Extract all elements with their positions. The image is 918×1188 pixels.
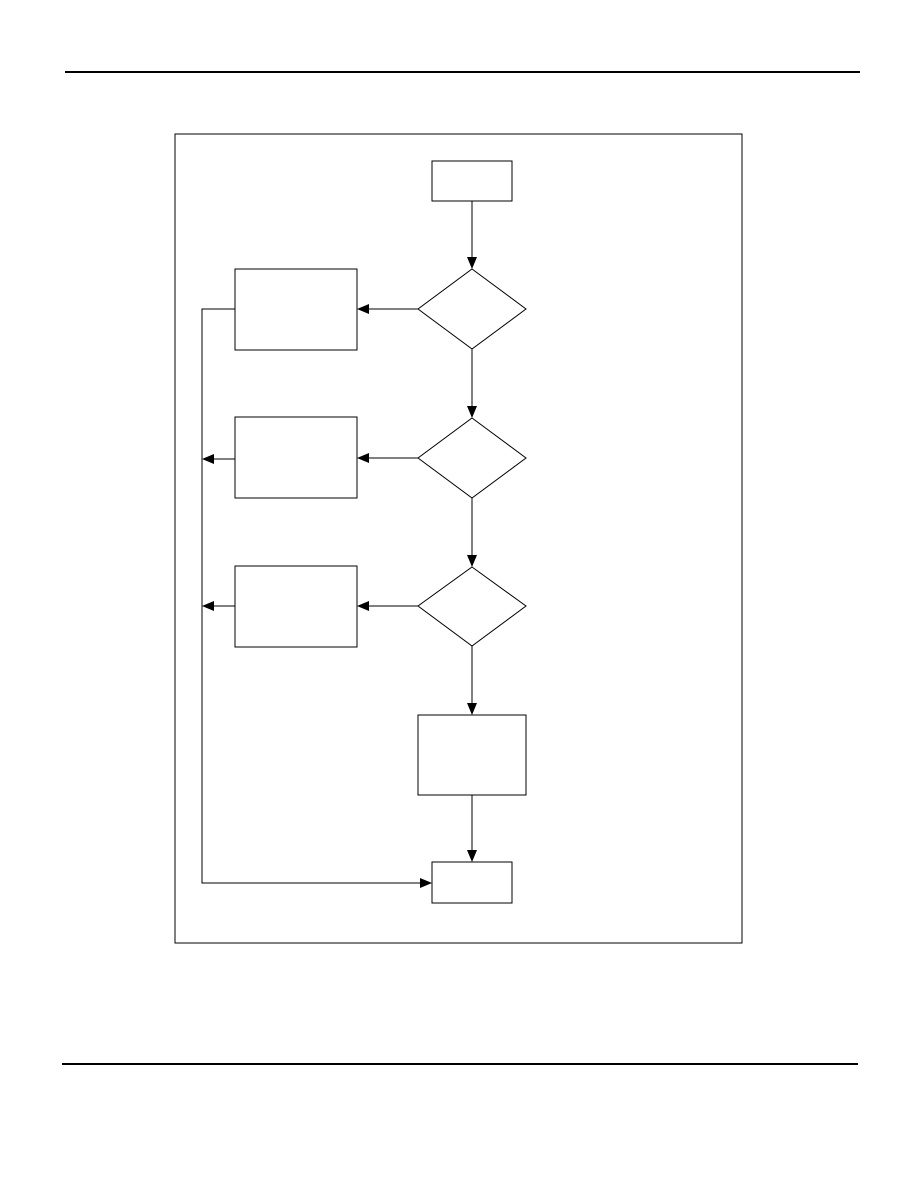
- arrowhead-process-3: [357, 601, 369, 611]
- arrowhead-decision-3: [467, 555, 477, 567]
- arrowhead-end-left: [420, 878, 432, 888]
- arrowhead-return-bus-3: [202, 601, 214, 611]
- arrowhead-process-2: [357, 453, 369, 463]
- arrowhead-process-1: [357, 304, 369, 314]
- start-box: [431, 160, 513, 202]
- diagram-frame: [174, 133, 743, 944]
- process-box-4: [417, 714, 527, 796]
- connector-process-1-return: [201, 308, 420, 884]
- process-box-3: [234, 565, 358, 648]
- arrowhead-decision-1: [467, 257, 477, 269]
- footer-rule: [62, 1063, 858, 1065]
- arrowhead-return-bus-2: [202, 454, 214, 464]
- arrowhead-end-top: [467, 850, 477, 862]
- end-box: [431, 861, 513, 904]
- header-rule: [65, 71, 860, 73]
- process-box-2: [234, 416, 358, 499]
- arrowhead-decision-2: [467, 406, 477, 418]
- process-box-1: [234, 268, 358, 351]
- arrowhead-process-4: [467, 703, 477, 715]
